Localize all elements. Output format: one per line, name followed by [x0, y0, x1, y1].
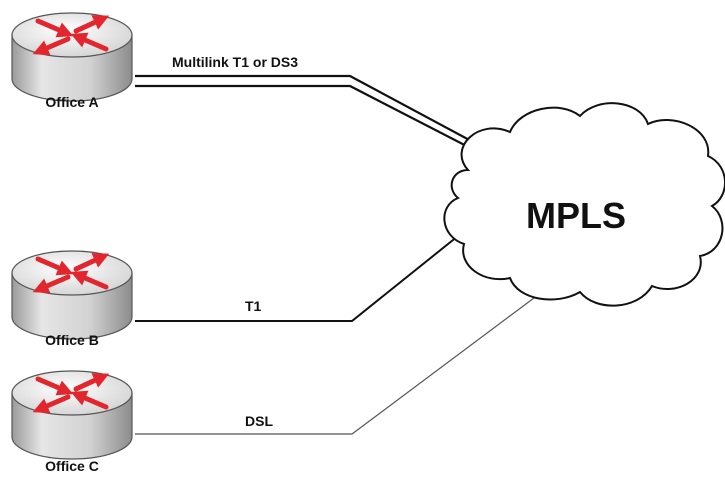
link-line-office-c	[135, 291, 543, 435]
cloud-icon	[443, 102, 725, 307]
link-line-office-a-second	[135, 84, 483, 155]
link-lines	[135, 74, 543, 435]
router-office-b: Office B	[12, 251, 132, 348]
router-office-c: Office C	[12, 371, 132, 474]
link-line-office-a	[135, 74, 489, 151]
link-line-office-b	[135, 235, 459, 322]
office-label-b: Office B	[45, 332, 99, 348]
link-label-t1: T1	[245, 298, 262, 314]
mpls-cloud: MPLS	[443, 102, 725, 307]
link-label-multilink: Multilink T1 or DS3	[172, 54, 298, 70]
router-icon	[12, 371, 132, 459]
office-label-c: Office C	[45, 458, 99, 474]
cloud-label: MPLS	[526, 195, 626, 236]
office-label-a: Office A	[45, 94, 98, 110]
router-office-a: Office A	[12, 13, 132, 110]
link-label-dsl: DSL	[245, 413, 273, 429]
router-icon	[12, 13, 132, 101]
router-icon	[12, 251, 132, 339]
